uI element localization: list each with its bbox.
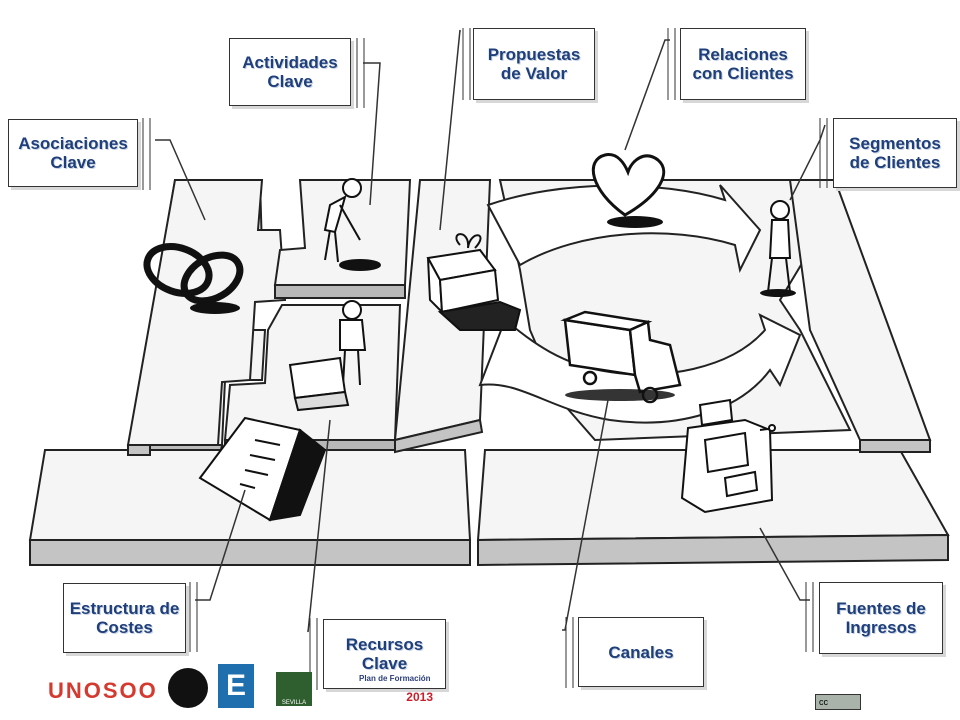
round-logo-icon (168, 668, 208, 708)
heart-icon (591, 153, 666, 228)
creative-commons-badge: cc (815, 694, 861, 710)
cash-register-icon (680, 398, 776, 514)
plan-year: 2013 (406, 690, 433, 704)
cost-document-icon (198, 416, 327, 522)
digging-person-icon (323, 178, 381, 271)
e-logo: E (218, 664, 254, 708)
customer-person-icon (760, 200, 796, 297)
label-bars (142, 28, 828, 690)
label-recursos-clave: Recursos Clave (323, 619, 446, 689)
plan-formacion-logo: Plan de Formación 2013 (345, 674, 435, 704)
label-fuentes-de-ingresos: Fuentes de Ingresos (819, 582, 943, 654)
label-propuestas-de-valor: Propuestas de Valor (473, 28, 595, 100)
label-canales: Canales (578, 617, 704, 687)
sevilla-logo: SEVILLA (276, 672, 312, 706)
delivery-truck-icon (560, 310, 682, 404)
e-logo-letter: E (225, 669, 246, 702)
rings-icon (143, 243, 244, 305)
label-asociaciones-clave: Asociaciones Clave (8, 119, 138, 187)
gift-box-icon (426, 233, 522, 331)
label-relaciones-con-clientes: Relaciones con Clientes (680, 28, 806, 100)
unosoo-logo: UNOSOO (48, 678, 158, 703)
sevilla-logo-text: SEVILLA (281, 700, 307, 706)
worker-with-package-icon (288, 300, 367, 412)
label-segmentos-de-clientes: Segmentos de Clientes (833, 118, 957, 188)
label-actividades-clave: Actividades Clave (229, 38, 351, 106)
plan-formacion-text: Plan de Formación (359, 674, 431, 683)
cc-badge-text: cc (819, 697, 828, 707)
label-estructura-de-costes: Estructura de Costes (63, 583, 186, 653)
rings-shadow (190, 302, 240, 314)
